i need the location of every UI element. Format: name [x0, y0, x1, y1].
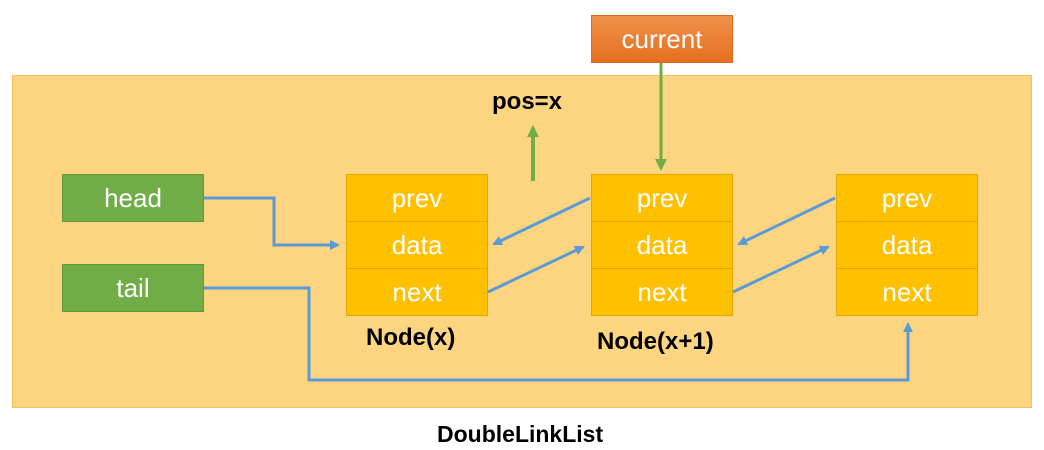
node-1-next-field: next	[591, 268, 733, 316]
node-1-prev-arrow	[492, 196, 591, 246]
node-1-data-field: data	[591, 221, 733, 269]
node-2-prev-arrow	[737, 196, 836, 246]
node-1-label: Node(x+1)	[597, 328, 714, 355]
node-2-next-field: next	[836, 268, 978, 316]
node-0-label: Node(x)	[366, 324, 456, 351]
tail-pointer-box: tail	[62, 264, 204, 312]
node-0-next-arrow	[487, 245, 585, 294]
tail-link-arrow	[204, 286, 913, 382]
node-0-next-field: next	[346, 268, 488, 316]
node-0-data-field: data	[346, 221, 488, 269]
head-label: head	[104, 182, 162, 213]
current-label: current	[621, 23, 703, 54]
node-0-prev-field: prev	[346, 174, 488, 222]
diagram-caption: DoubleLinkList	[437, 421, 604, 447]
node-2-prev-field: prev	[836, 174, 978, 222]
pos-label: pos=x	[492, 88, 563, 115]
current-pointer-box: current	[591, 15, 733, 63]
node-1-next-arrow	[732, 245, 830, 294]
head-pointer-box: head	[62, 174, 204, 222]
tail-label: tail	[116, 272, 150, 303]
head-link-arrow	[204, 196, 340, 250]
